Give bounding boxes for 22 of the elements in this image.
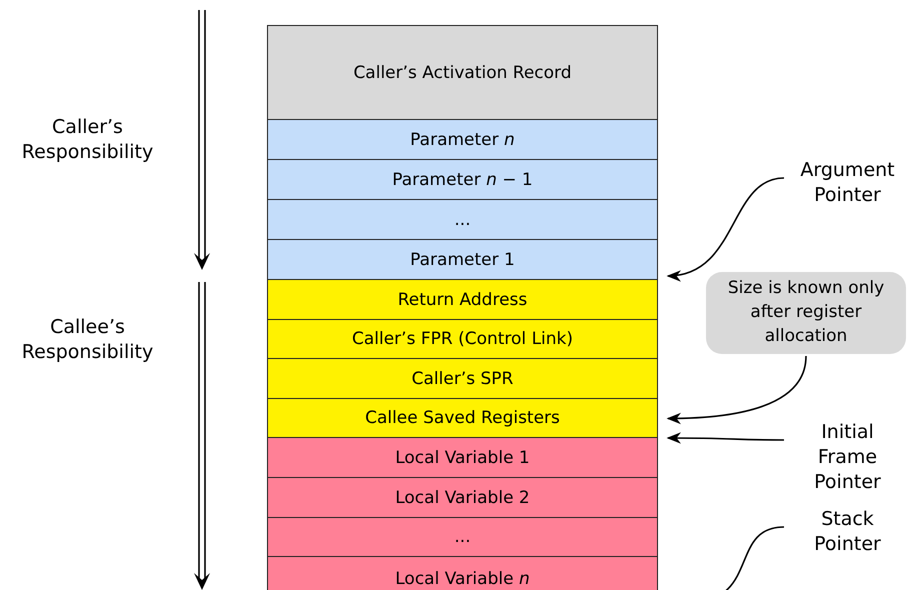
responsibility-label: Caller’s Responsibility	[20, 115, 154, 165]
arrow	[666, 177, 784, 280]
ellipsis-cell: ...	[267, 518, 658, 557]
arrow	[666, 432, 784, 444]
parameter-cell: Parameter n − 1	[267, 160, 658, 200]
register-cell: Caller’s SPR	[267, 359, 658, 399]
local-variable-cell: Local Variable 2	[267, 478, 658, 518]
parameter-cell: Parameter 1	[267, 240, 658, 280]
note-bubble: Size is known only after register allocation	[706, 272, 906, 354]
arrow	[666, 356, 807, 424]
pointer-label: Argument Pointer	[790, 158, 905, 208]
pointer-label: Stack Pointer	[790, 507, 905, 557]
register-cell: Callee Saved Registers	[267, 399, 658, 438]
local-variable-cell: Local Variable n	[267, 557, 658, 590]
pointer-label: Initial Frame Pointer	[790, 420, 905, 495]
ellipsis-cell: ...	[267, 200, 658, 240]
return-address-cell: Return Address	[267, 280, 658, 320]
control-link-cell: Caller’s FPR (Control Link)	[267, 320, 658, 359]
parameter-cell: Parameter n	[267, 120, 658, 160]
local-variable-cell: Local Variable 1	[267, 438, 658, 478]
activation-record-cell: Caller’s Activation Record	[267, 25, 658, 120]
responsibility-label: Callee’s Responsibility	[20, 315, 154, 365]
